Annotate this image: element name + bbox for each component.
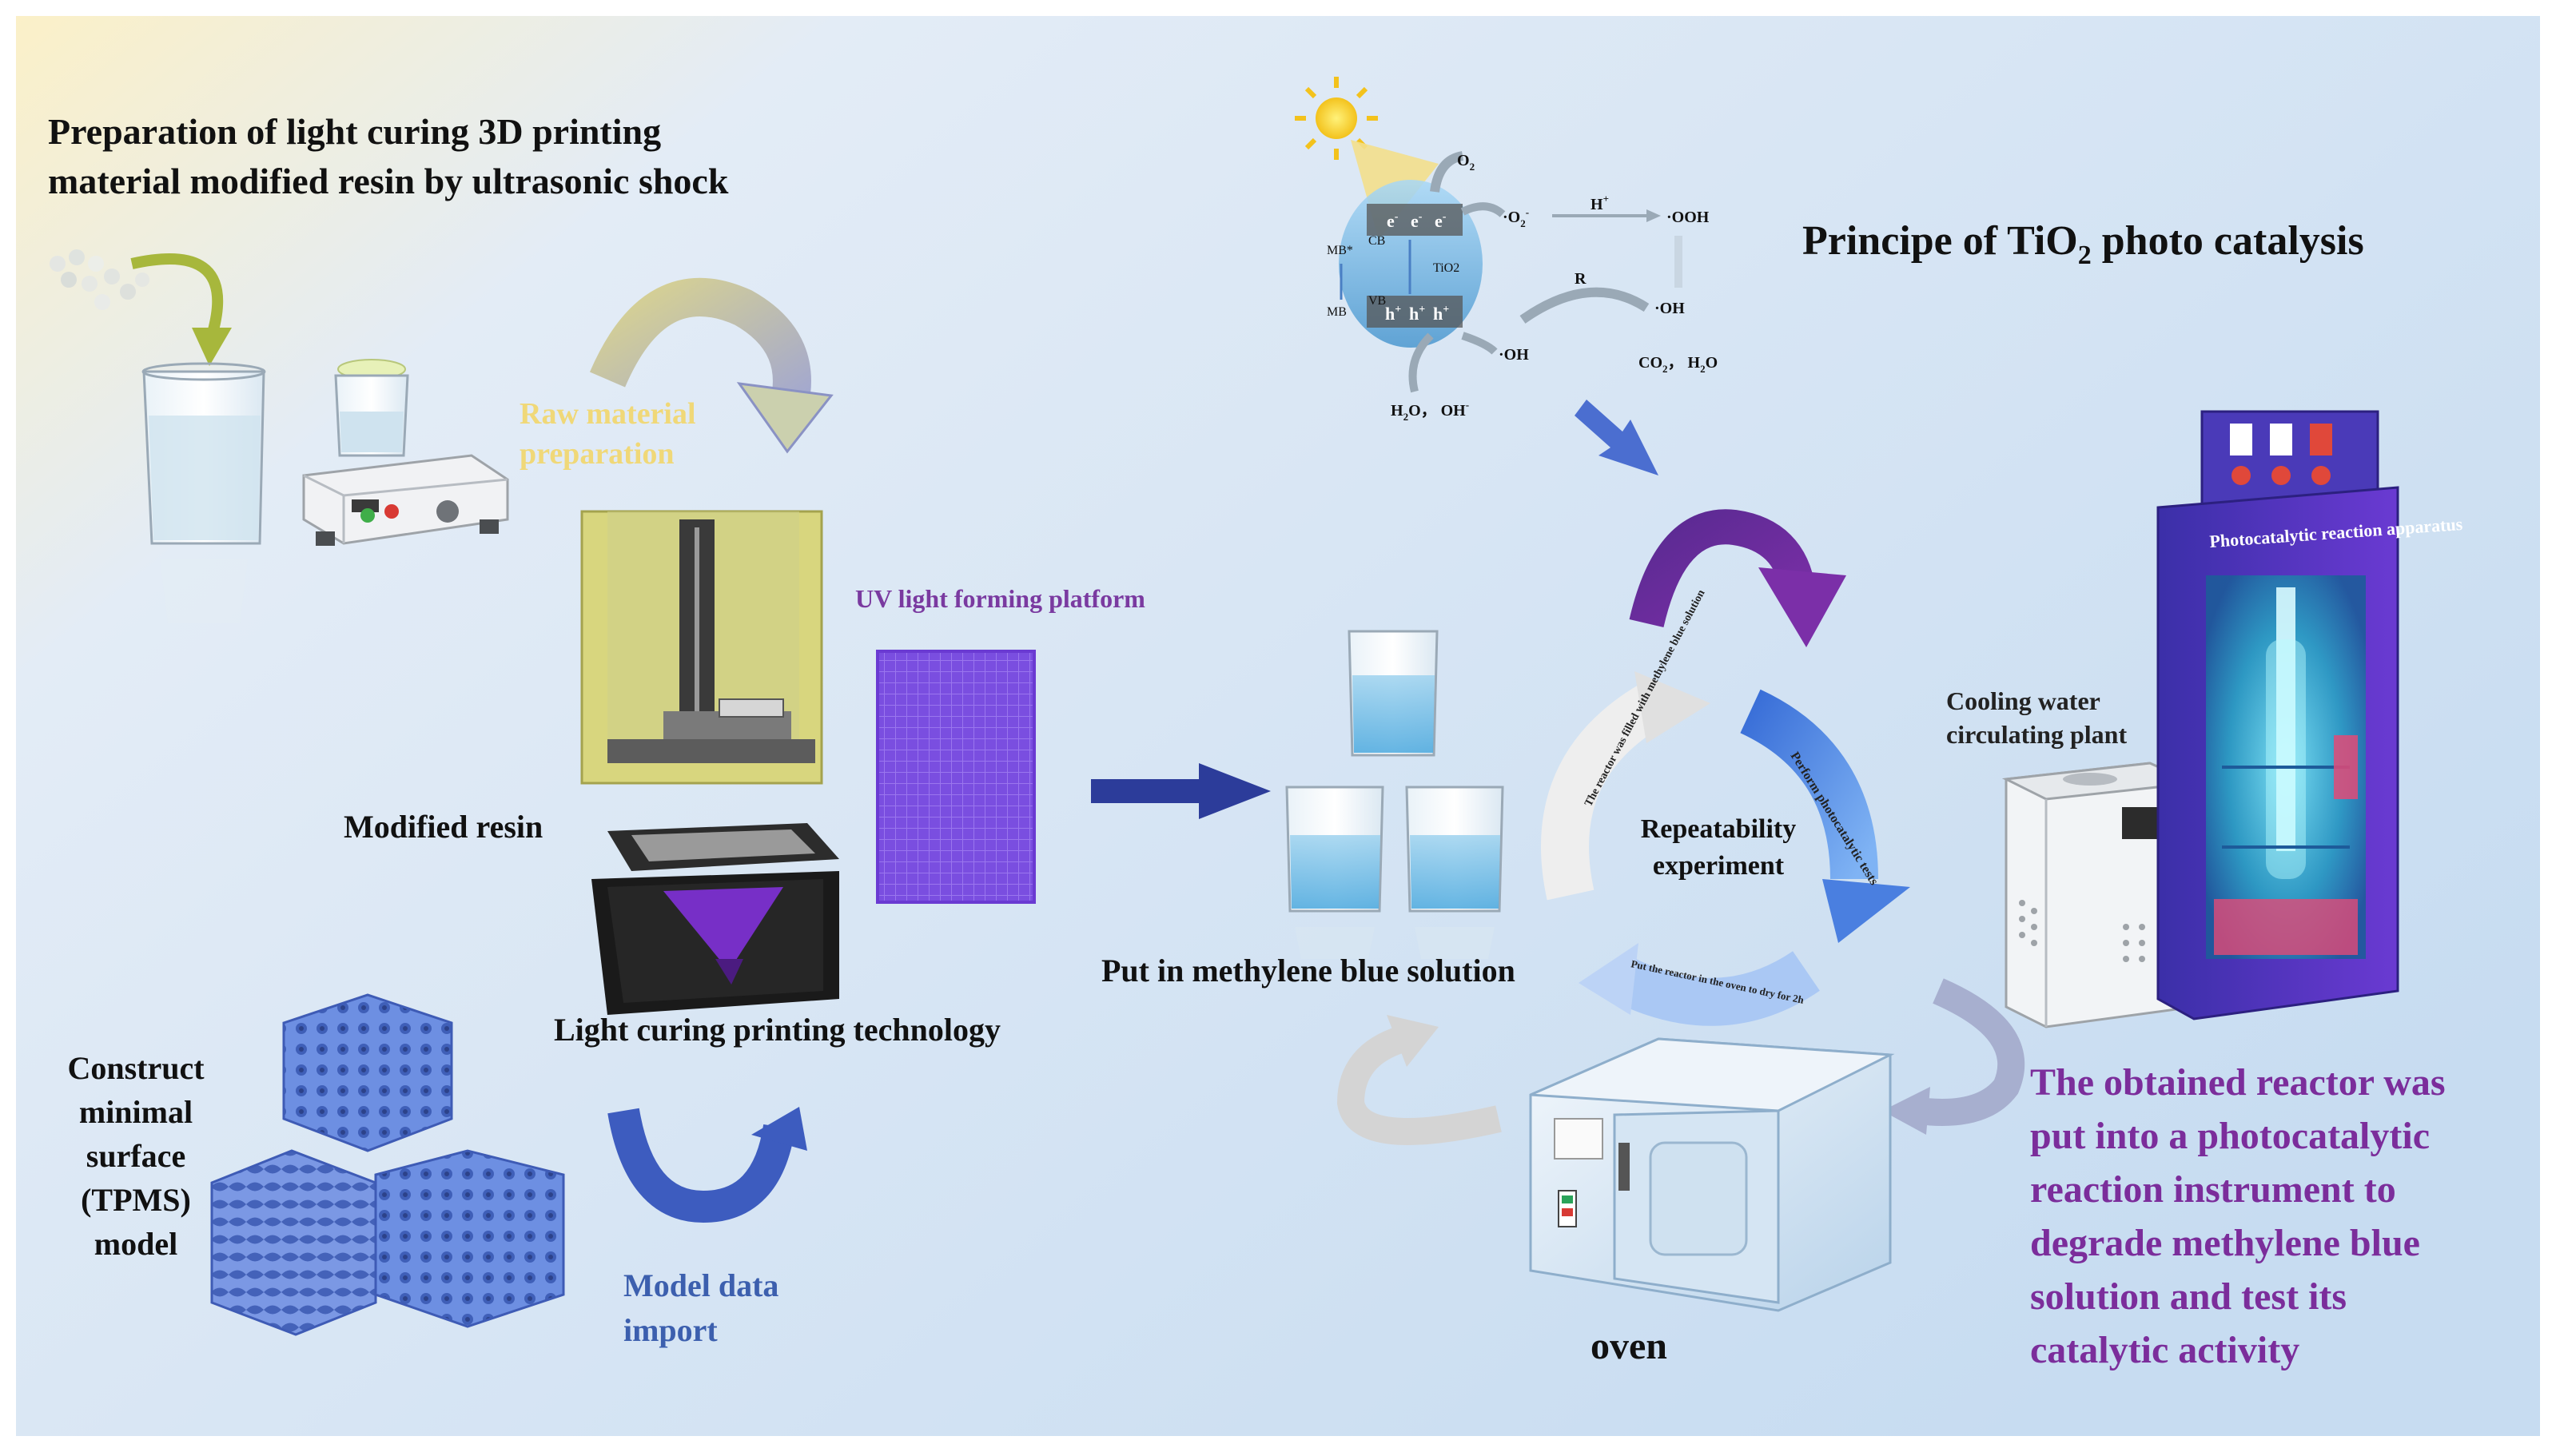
return-arrow-icon [1336, 1025, 1502, 1145]
tpms-line-1: Construct [67, 1050, 205, 1086]
mech-electron-3: e- [1435, 211, 1447, 231]
tpms-line-4: (TPMS) [81, 1182, 191, 1218]
beaker-icon [141, 362, 266, 623]
cycle-segment-3-icon [1602, 950, 1820, 1026]
magnetic-stirrer-icon [302, 359, 509, 546]
tpms-line-2: minimal [79, 1094, 193, 1130]
mech-oh-right: ·OH [1654, 300, 1685, 317]
cooling-line-1: Cooling water [1946, 686, 2100, 715]
superoxide-arrow-icon [1460, 202, 1506, 217]
tpms-model-icon [210, 993, 565, 1336]
title-line-2: material modified resin by ultrasonic sh… [48, 161, 729, 201]
oven-icon [1529, 1037, 1895, 1312]
purple-arc-icon [1629, 509, 1816, 628]
import-arrowhead-icon [751, 1107, 807, 1151]
pellets-icon [50, 249, 149, 310]
mech-hole-3: h+ [1433, 304, 1449, 324]
mech-electron-2: e- [1411, 211, 1423, 231]
mech-o2: O2 [1457, 152, 1475, 173]
final-line-2: put into a photocatalytic [2030, 1115, 2430, 1157]
principle-title: Principe of TiO2 photo catalysis [1802, 218, 2364, 270]
transfer-arrowhead-icon [736, 382, 834, 454]
final-line-5: solution and test its [2030, 1275, 2347, 1318]
pour-arrowhead-icon [192, 328, 232, 366]
h-plus-arrowhead [1646, 209, 1661, 222]
r-arrow-icon [1519, 287, 1650, 324]
resin-vat-icon [591, 823, 839, 1015]
mech-oh-bottom: ·OH [1499, 346, 1529, 364]
final-line-4: degrade methylene blue [2030, 1222, 2420, 1264]
cycle-arrow-3-icon [1579, 943, 1638, 1015]
mech-hole-1: h+ [1385, 304, 1401, 324]
cycle-segment-1-icon [1541, 682, 1667, 901]
model-import-line-2: import [623, 1312, 718, 1348]
final-line-1: The obtained reactor was [2030, 1061, 2446, 1104]
model-import-line-1: Model data [623, 1267, 778, 1303]
hole-oh-arrow-icon [1461, 332, 1498, 355]
conduction-band-icon [1367, 204, 1463, 236]
mech-tio2-label: TiO2 [1433, 261, 1459, 275]
raw-material-line-1: Raw material [520, 397, 696, 431]
modified-resin-label: Modified resin [344, 809, 543, 845]
uv-platform-icon [876, 650, 1036, 904]
mech-hole-2: h+ [1409, 304, 1425, 324]
final-line-3: reaction instrument to [2030, 1168, 2396, 1211]
transfer-arrow-icon [589, 277, 811, 417]
photoreactor-icon [2156, 410, 2399, 1020]
mech-mb-label: MB [1327, 305, 1347, 319]
printer-icon [580, 510, 823, 785]
mech-vb-label: VB [1368, 294, 1386, 308]
down-arrow-icon [1575, 400, 1658, 475]
mech-cb-label: CB [1368, 234, 1385, 248]
mech-ooh: ·OOH [1666, 209, 1710, 226]
cycle-arrow-2-icon [1822, 879, 1910, 943]
cycle-center-line-2: experiment [1653, 851, 1785, 881]
light-curing-label: Light curing printing technology [554, 1012, 1001, 1048]
o2-arrow-icon [1430, 151, 1464, 193]
cycle-diagram: The reactor was filled with methylene bl… [1541, 588, 1910, 1026]
sun-icon [1295, 77, 1378, 160]
to-oven-arrowhead-icon [1882, 1087, 1930, 1135]
pour-arrow-icon [130, 253, 224, 337]
return-arrowhead-icon [1387, 1015, 1439, 1067]
next-step-arrow-icon [1091, 763, 1271, 819]
beakers-icon [1285, 630, 1504, 959]
cycle-segment-2-icon [1739, 689, 1878, 880]
oven-label: oven [1591, 1325, 1667, 1367]
water-arrow-icon [1408, 332, 1434, 393]
final-line-6: catalytic activity [2030, 1329, 2299, 1371]
purple-arc-arrowhead-icon [1758, 567, 1846, 647]
cycle-arrow-1-icon [1634, 671, 1710, 743]
methylene-label: Put in methylene blue solution [1101, 953, 1515, 989]
mech-r: R [1575, 270, 1587, 288]
cooling-line-2: circulating plant [1946, 720, 2127, 749]
mech-mbstar-label: MB* [1327, 244, 1353, 257]
tpms-line-3: surface [86, 1138, 185, 1174]
raw-material-line-2: preparation [520, 437, 675, 471]
title-line-1: Preparation of light curing 3D printing [48, 111, 661, 152]
uv-platform-label: UV light forming platform [855, 584, 1145, 613]
mech-superoxide: ·O2- [1503, 206, 1529, 229]
tpms-line-5: model [94, 1226, 177, 1262]
cycle-center-line-1: Repeatability [1641, 814, 1797, 844]
mech-h2o-oh: H2O， OH- [1391, 399, 1469, 423]
mech-hplus: H+ [1591, 193, 1609, 213]
mech-co2: CO2， H2O [1638, 354, 1718, 375]
mech-electron-1: e- [1387, 211, 1399, 231]
valence-band-icon [1367, 296, 1463, 328]
import-arrow-icon [607, 1108, 795, 1223]
to-oven-arrow-icon [1916, 978, 2025, 1126]
